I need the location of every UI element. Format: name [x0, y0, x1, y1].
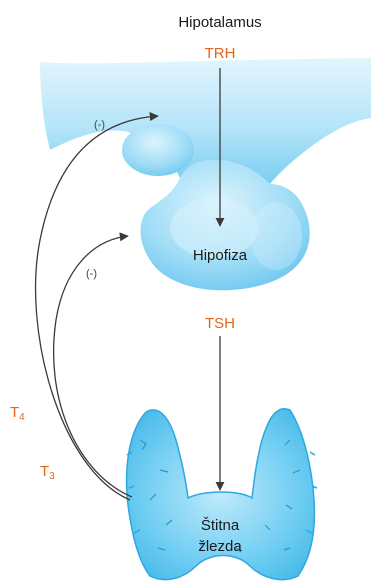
tsh-label: TSH — [190, 315, 250, 333]
thyroid-label-line2: žlezda — [180, 538, 260, 556]
hypothalamus-label: Hipotalamus — [165, 14, 275, 32]
negative-feedback-hypothalamus: (-) — [94, 116, 105, 134]
trh-label: TRH — [190, 45, 250, 63]
t4-label: T4 — [10, 404, 25, 424]
t3-label: T3 — [40, 463, 55, 483]
pituitary-label: Hipofiza — [170, 247, 270, 265]
thyroid-label-line1: Štitna — [180, 517, 260, 535]
posterior-lobe-shape — [122, 124, 194, 176]
negative-feedback-pituitary: (-) — [86, 265, 97, 283]
